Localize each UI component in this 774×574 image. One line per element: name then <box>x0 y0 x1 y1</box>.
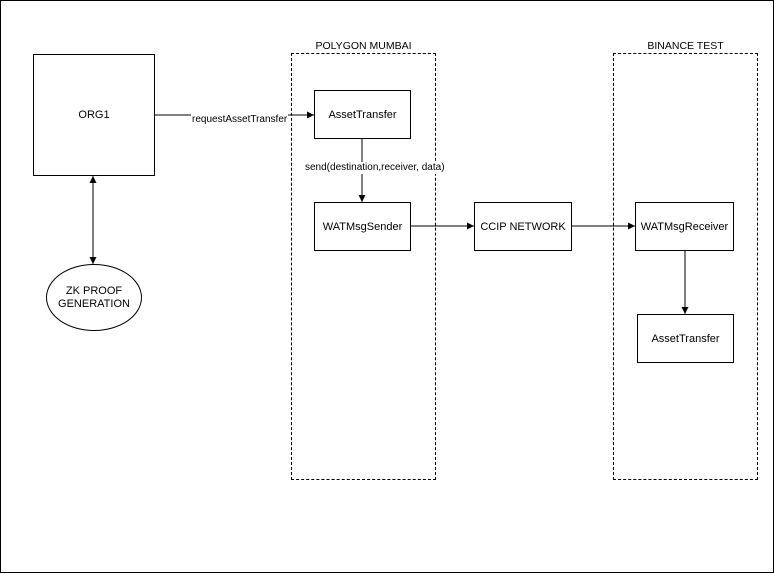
zk-proof-label-line2: GENERATION <box>58 297 130 310</box>
watmsg-receiver-label: WATMsgReceiver <box>640 220 729 233</box>
ccip-network-label: CCIP NETWORK <box>480 220 566 233</box>
watmsg-receiver-node[interactable]: WATMsgReceiver <box>635 202 734 251</box>
send-call-label: send(destination,receiver, data) <box>304 162 446 174</box>
request-asset-transfer-label: requestAssetTransfer <box>191 114 289 126</box>
ccip-network-node[interactable]: CCIP NETWORK <box>474 202 572 251</box>
polygon-mumbai-title: POLYGON MUMBAI <box>315 40 412 52</box>
watmsg-sender-label: WATMsgSender <box>322 220 403 233</box>
watmsg-sender-node[interactable]: WATMsgSender <box>314 202 411 251</box>
org1-node[interactable]: ORG1 <box>33 54 155 176</box>
polygon-mumbai-zone: POLYGON MUMBAI <box>291 40 436 480</box>
zk-proof-label-line1: ZK PROOF <box>65 284 123 297</box>
binance-test-title: BINANCE TEST <box>647 40 724 52</box>
org1-label: ORG1 <box>78 109 110 121</box>
zk-proof-generation-node[interactable]: ZK PROOF GENERATION <box>46 264 142 331</box>
asset-transfer-polygon-node[interactable]: AssetTransfer <box>314 90 411 139</box>
asset-transfer-binance-node[interactable]: AssetTransfer <box>637 314 734 363</box>
binance-test-zone: BINANCE TEST <box>613 40 758 480</box>
asset-transfer-binance-label: AssetTransfer <box>651 332 720 345</box>
asset-transfer-polygon-label: AssetTransfer <box>328 108 397 121</box>
